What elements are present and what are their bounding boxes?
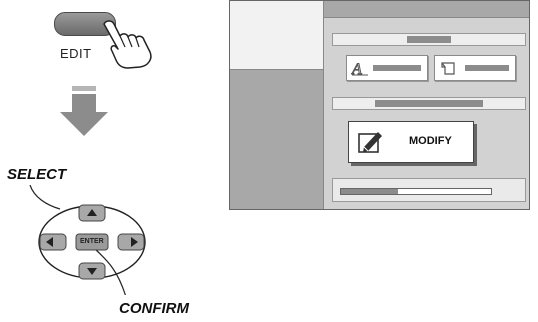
screen-left-top-pane bbox=[230, 1, 324, 70]
down-arrow-icon bbox=[58, 86, 110, 138]
frame-field[interactable] bbox=[434, 55, 516, 81]
font-field[interactable]: A bbox=[346, 55, 428, 81]
modify-button[interactable]: MODIFY bbox=[348, 121, 474, 163]
enter-button-label: ENTER bbox=[80, 238, 104, 245]
dpad-up-button[interactable] bbox=[79, 205, 105, 221]
pencil-edit-icon bbox=[357, 129, 383, 155]
section-header-1 bbox=[332, 33, 526, 46]
edit-label: EDIT bbox=[60, 46, 92, 61]
progress-fill bbox=[341, 189, 398, 194]
select-label: SELECT bbox=[7, 166, 66, 183]
font-a-icon: A bbox=[351, 59, 369, 77]
section-header-2 bbox=[332, 97, 526, 110]
dpad-left-button[interactable] bbox=[40, 234, 66, 250]
pointing-hand-icon bbox=[98, 18, 158, 70]
progress-box bbox=[332, 178, 526, 202]
dpad-right-button[interactable] bbox=[118, 234, 144, 250]
confirm-label: CONFIRM bbox=[119, 300, 189, 317]
dpad-down-button[interactable] bbox=[79, 263, 105, 279]
progress-track bbox=[340, 188, 492, 195]
screen-top-strip bbox=[324, 1, 529, 18]
screen-panel: A MODIFY bbox=[229, 0, 530, 210]
frame-icon bbox=[439, 59, 457, 77]
modify-label: MODIFY bbox=[409, 135, 452, 147]
screen-left-bottom-pane bbox=[230, 70, 324, 209]
